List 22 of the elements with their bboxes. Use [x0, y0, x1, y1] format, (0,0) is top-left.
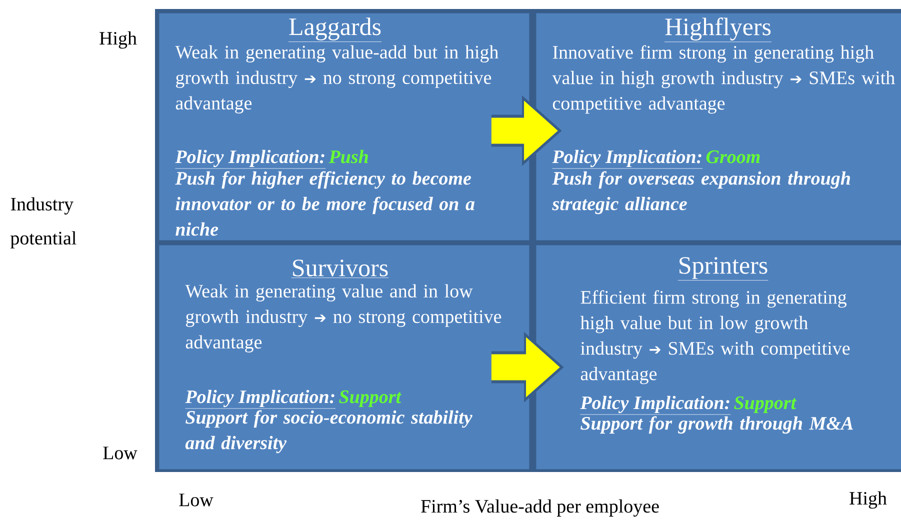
axis-label: Low: [179, 494, 214, 506]
quadrant-title: Highflyers: [664, 18, 772, 42]
policy-text: Support for socio-economic stability and diversity: [185, 410, 472, 454]
axis-label: High: [850, 491, 887, 509]
policy-implication: Policy Implication: Support: [580, 396, 797, 415]
policy-text: Support for growth through M&A: [580, 416, 853, 434]
description: Efficient firm strong in generating high value but in low growth industry ➔ SMEs with competitive advantage: [580, 290, 850, 384]
policy-text: Push for overseas expansion through strategic alliance: [552, 171, 850, 214]
quadrant-title: Sprinters: [678, 257, 768, 281]
axis-title: Firm’s Value-add per employee: [421, 499, 659, 517]
policy-implication: Policy Implication: Support: [185, 390, 402, 409]
axis-title: Industry potential: [10, 197, 76, 248]
policy-implication: Policy Implication: Push: [175, 150, 368, 169]
axis-label: High: [100, 31, 137, 49]
policy-implication: Policy Implication: Groom: [552, 150, 760, 169]
quadrant-title: Laggards: [288, 18, 382, 42]
quadrant-title: Survivors: [291, 260, 389, 278]
description: Weak in generating value-add but in high growth industry ➔ no strong competitive advantage: [175, 45, 498, 114]
axis-label: Low: [103, 446, 138, 460]
description: Weak in generating value and in low growth industry ➔ no strong competitive advantage: [185, 284, 502, 352]
description: Innovative firm strong in generating high value in high growth industry ➔ SMEs with competitive advantage: [552, 45, 895, 114]
policy-text: Push for higher efficiency to become innovator or to be more focused on a niche: [175, 171, 475, 236]
